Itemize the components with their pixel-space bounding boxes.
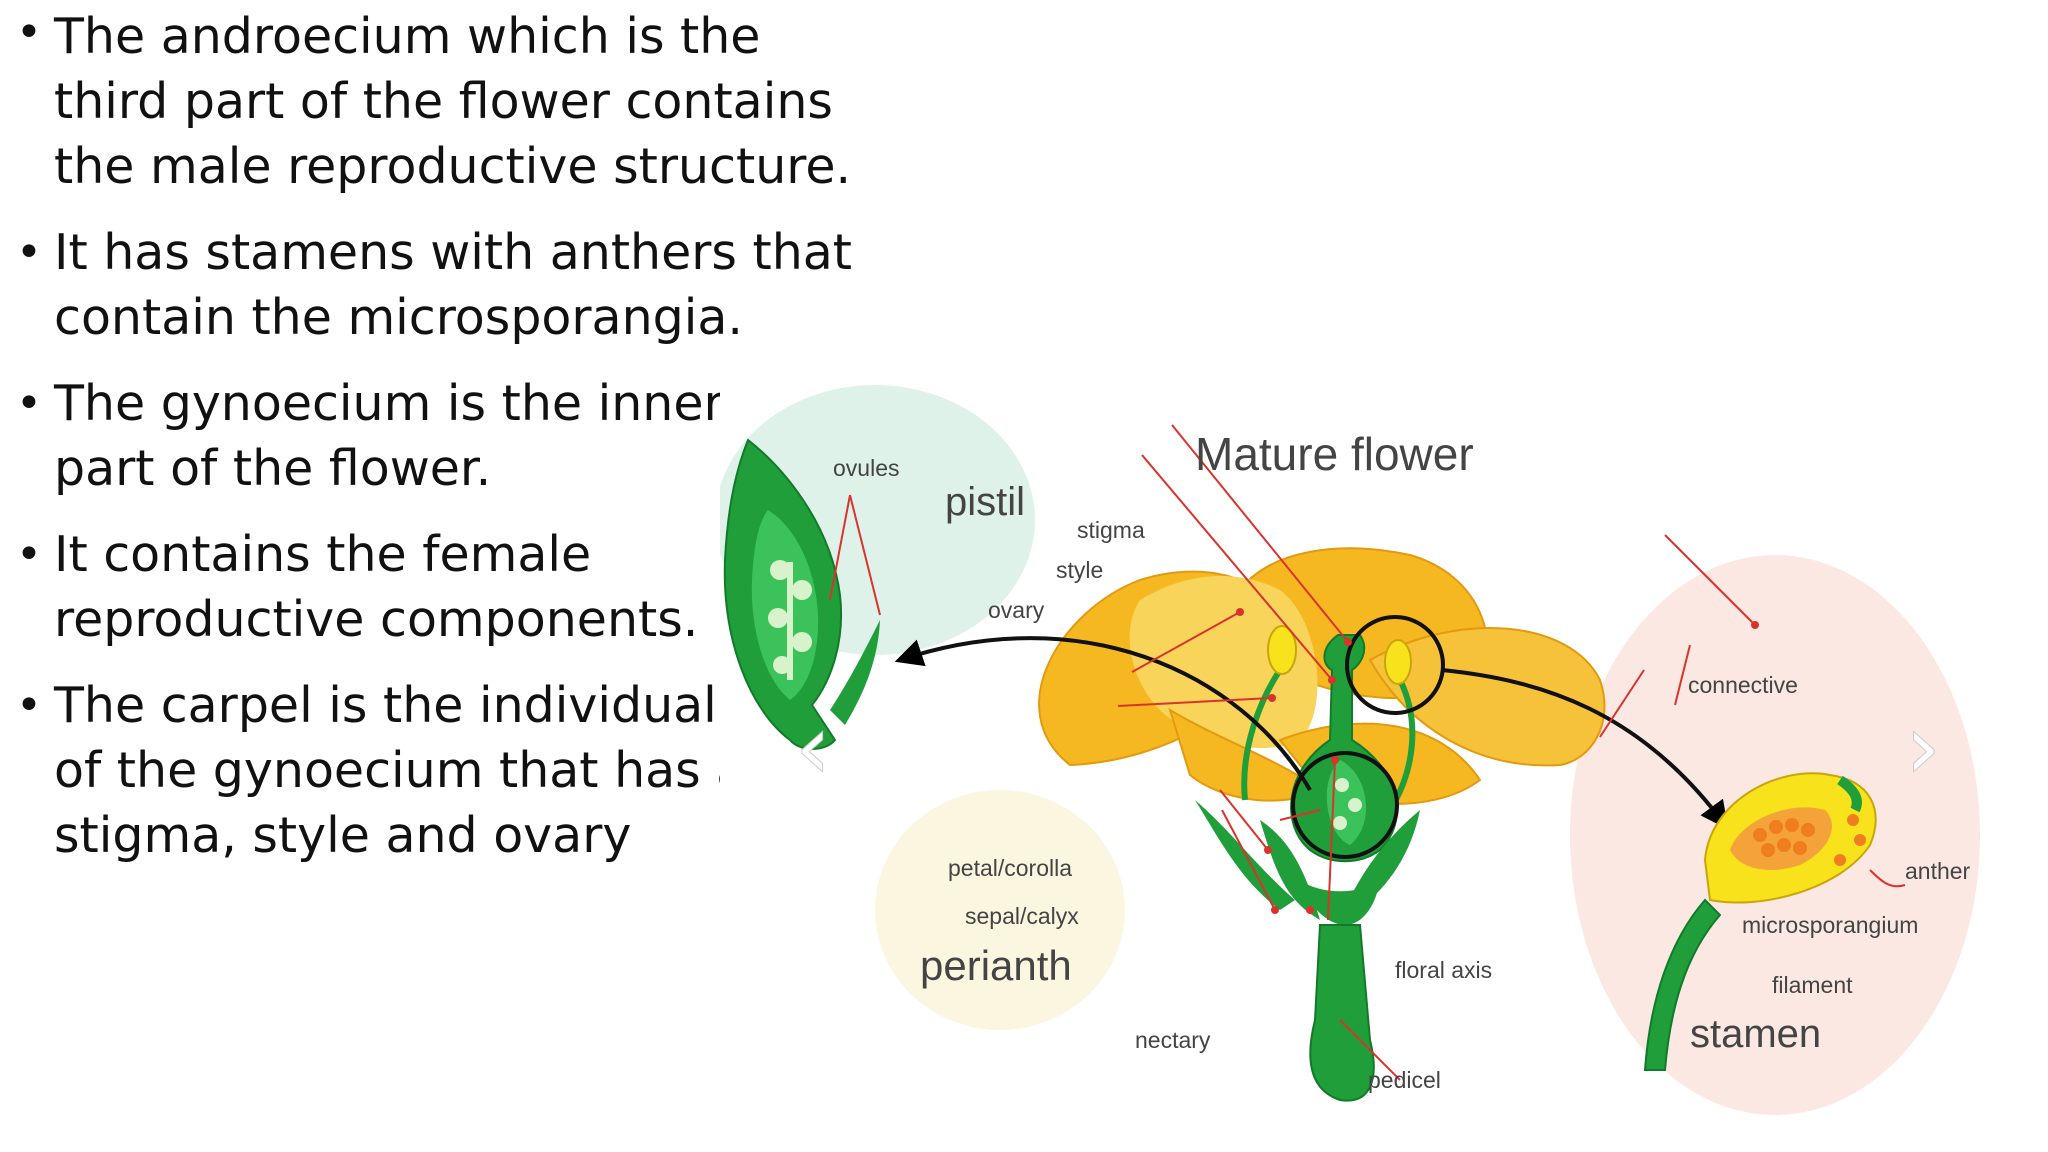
label-nectary: nectary <box>1135 1027 1211 1053</box>
bullet-line: reproductive components. <box>54 591 699 648</box>
flower-pistil <box>1290 634 1398 863</box>
bullet-dot: • <box>16 378 42 429</box>
label-microsporangium: microsporangium <box>1742 912 1918 938</box>
pistil-arrow <box>894 636 1312 792</box>
pistil-group-label: pistil <box>945 480 1025 524</box>
label-filament: filament <box>1772 972 1853 998</box>
label-ovary: ovary <box>988 597 1045 623</box>
pointer-dots <box>1236 608 1759 914</box>
label-sepal-calyx: sepal/calyx <box>965 903 1079 929</box>
bullet-dot: • <box>16 529 42 580</box>
bullet-line: contain the microsporangia. <box>54 289 743 346</box>
label-style: style <box>1056 557 1103 583</box>
bullet-line: The androecium which is the <box>54 8 761 65</box>
pointer-lines <box>1117 424 1756 1081</box>
perianth-group-label: perianth <box>920 942 1072 989</box>
bullet-list: • The androecium which is the third part… <box>0 0 880 900</box>
bullet-line: It contains the female <box>54 526 592 583</box>
flower-stamens <box>1241 625 1416 812</box>
bullet-item-3: • The gynoecium is the inner part of the… <box>0 371 880 501</box>
bullet-line: stigma, style and ovary <box>54 807 632 864</box>
label-pedicel: pedicel <box>1368 1067 1441 1093</box>
bullet-dot: • <box>16 227 42 278</box>
carousel-prev-button[interactable]: ‹ <box>795 695 832 801</box>
bullet-line: the male reproductive structure. <box>54 138 852 195</box>
bullet-item-2: • It has stamens with anthers that conta… <box>0 220 880 350</box>
bullet-line: third part of the flower contains <box>54 73 833 130</box>
bullet-dot: • <box>16 680 42 731</box>
label-anther: anther <box>1905 858 1971 884</box>
bullet-line: The gynoecium is the inner <box>54 375 724 432</box>
pistil-detail <box>723 438 881 750</box>
stamen-detail <box>1643 772 1906 1071</box>
stamen-arrow <box>1441 668 1729 830</box>
bullet-line: of the gynoecium that has a <box>54 742 747 799</box>
flower-diagram-panel: Mature flower pistil perianth stamen ovu… <box>720 380 2048 1152</box>
diagram-title: Mature flower <box>1195 428 1474 480</box>
bullet-dot: • <box>16 7 42 58</box>
label-floral-axis: floral axis <box>1395 957 1492 983</box>
flower-diagram: Mature flower pistil perianth stamen ovu… <box>720 385 1980 1115</box>
carousel-next-button[interactable]: › <box>1905 695 1942 801</box>
bullet-item-5: • The carpel is the individual u of the … <box>0 673 880 868</box>
bullet-item-1: • The androecium which is the third part… <box>0 0 880 199</box>
bullet-line: part of the flower. <box>54 440 492 497</box>
label-connective: connective <box>1688 672 1798 698</box>
perianth-bubble <box>875 790 1125 1030</box>
bullet-line: The carpel is the individual u <box>54 677 764 734</box>
stamen-group-label: stamen <box>1690 1012 1821 1056</box>
label-stigma: stigma <box>1077 517 1145 543</box>
ovary-zoom-circle <box>1291 751 1399 859</box>
label-ovules: ovules <box>833 455 899 481</box>
bullet-item-4: • It contains the female reproductive co… <box>0 522 880 652</box>
anther-zoom-circle <box>1345 615 1445 715</box>
bullet-line: It has stamens with anthers that <box>54 224 853 281</box>
label-petal-corolla: petal/corolla <box>948 855 1072 881</box>
